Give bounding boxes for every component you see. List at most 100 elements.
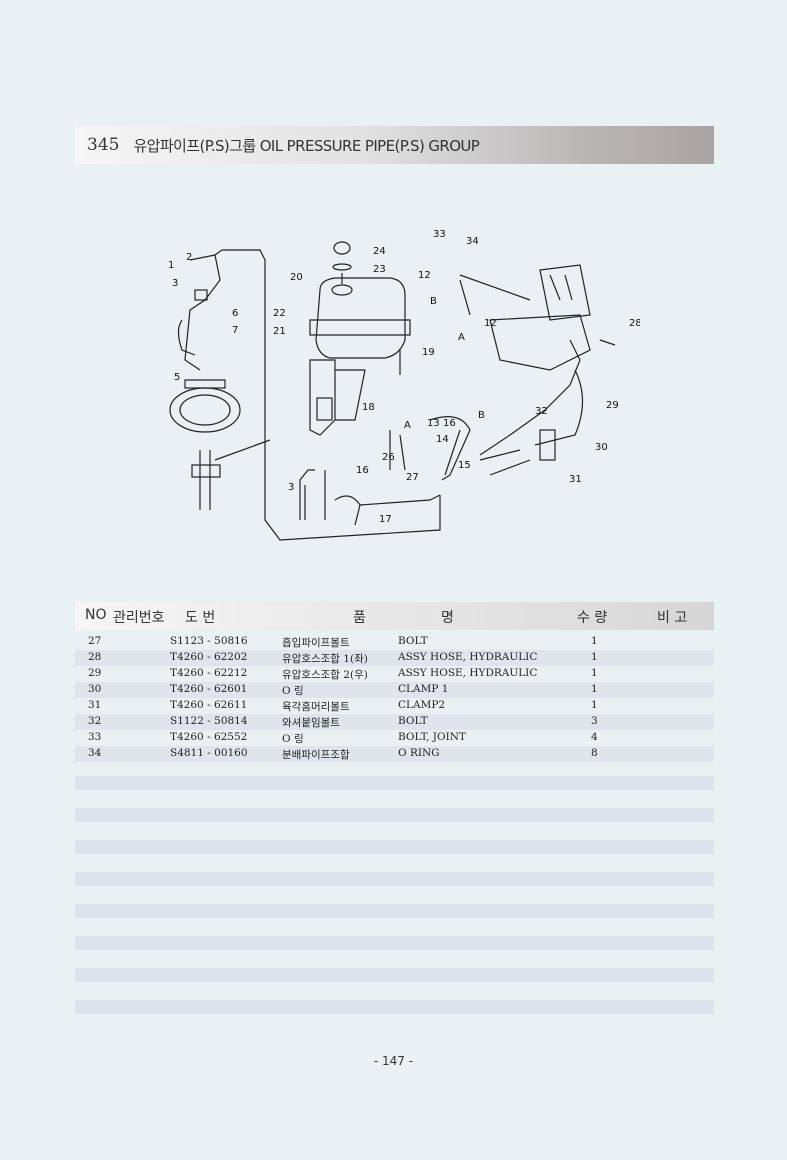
row-name-kor: 육각홈머리볼트: [282, 701, 350, 713]
row-code: S1122 - 50814: [170, 715, 248, 727]
table-row: 32 S1122 - 50814 와셔붙임볼트 BOLT 3: [75, 714, 714, 730]
svg-text:3: 3: [288, 482, 294, 493]
svg-text:18: 18: [362, 402, 375, 413]
row-code: S4811 - 00160: [170, 747, 248, 759]
row-name-eng: BOLT, JOINT: [398, 731, 466, 743]
svg-text:24: 24: [373, 246, 386, 257]
empty-row: [75, 968, 714, 982]
table-row: 29 T4260 - 62212 유압호스조합 2(우) ASSY HOSE, …: [75, 666, 714, 682]
row-code: T4260 - 62611: [170, 699, 248, 711]
section-number: 345: [87, 135, 120, 155]
row-name-kor: 흡입파이프볼트: [282, 637, 350, 649]
row-qty: 1: [591, 683, 598, 695]
row-name-eng: CLAMP 1: [398, 683, 449, 695]
col-code: 관리번호: [113, 610, 165, 626]
svg-text:19: 19: [422, 347, 435, 358]
svg-text:26: 26: [382, 452, 395, 463]
row-no: 27: [88, 635, 102, 647]
row-no: 32: [88, 715, 102, 727]
svg-text:22: 22: [273, 308, 286, 319]
empty-row: [75, 808, 714, 822]
svg-text:29: 29: [606, 400, 619, 411]
table-row: 30 T4260 - 62601 O 링 CLAMP 1 1: [75, 682, 714, 698]
empty-row: [75, 1000, 714, 1014]
svg-text:1: 1: [168, 260, 174, 271]
svg-text:A: A: [404, 420, 411, 431]
empty-row: [75, 936, 714, 950]
svg-text:3: 3: [172, 278, 178, 289]
svg-text:28: 28: [629, 318, 640, 329]
row-name-eng: ASSY HOSE, HYDRAULIC: [398, 667, 538, 679]
col-name-kor: 품: [353, 610, 366, 626]
row-name-kor: 분배파이프조합: [282, 749, 350, 761]
svg-text:2: 2: [186, 252, 192, 263]
svg-text:13: 13: [427, 418, 440, 429]
table-row: 31 T4260 - 62611 육각홈머리볼트 CLAMP2 1: [75, 698, 714, 714]
table-row: 34 S4811 - 00160 분배파이프조합 O RING 8: [75, 746, 714, 762]
row-code: T4260 - 62601: [170, 683, 248, 695]
row-no: 30: [88, 683, 102, 695]
table-row: 27 S1123 - 50816 흡입파이프볼트 BOLT 1: [75, 634, 714, 650]
table-row: 28 T4260 - 62202 유압호스조합 1(좌) ASSY HOSE, …: [75, 650, 714, 666]
row-code: T4260 - 62212: [170, 667, 248, 679]
section-title: 유압파이프(P.S)그룹 OIL PRESSURE PIPE(P.S) GROU…: [133, 136, 480, 155]
svg-text:33: 33: [433, 229, 446, 240]
svg-text:6: 6: [232, 308, 238, 319]
svg-text:A: A: [458, 332, 465, 343]
row-qty: 1: [591, 699, 598, 711]
svg-text:15: 15: [458, 460, 471, 471]
row-qty: 3: [591, 715, 598, 727]
parts-table: 27 S1123 - 50816 흡입파이프볼트 BOLT 1 28 T4260…: [75, 634, 714, 762]
svg-text:7: 7: [232, 325, 238, 336]
row-name-eng: BOLT: [398, 715, 428, 727]
row-qty: 1: [591, 635, 598, 647]
row-qty: 8: [591, 747, 598, 759]
svg-text:16: 16: [443, 418, 456, 429]
svg-text:21: 21: [273, 326, 286, 337]
row-no: 29: [88, 667, 102, 679]
col-name-eng: 명: [441, 610, 454, 626]
col-qty: 수 량: [577, 610, 608, 626]
empty-row: [75, 872, 714, 886]
svg-text:12: 12: [418, 270, 431, 281]
svg-text:B: B: [430, 296, 437, 307]
row-no: 33: [88, 731, 102, 743]
row-name-eng: O RING: [398, 747, 440, 759]
svg-text:12: 12: [484, 318, 497, 329]
empty-row: [75, 904, 714, 918]
col-remark: 비 고: [657, 610, 688, 626]
svg-text:34: 34: [466, 236, 479, 247]
svg-text:B: B: [478, 410, 485, 421]
row-code: S1123 - 50816: [170, 635, 248, 647]
svg-text:31: 31: [569, 474, 582, 485]
row-code: T4260 - 62202: [170, 651, 248, 663]
row-no: 31: [88, 699, 102, 711]
svg-text:20: 20: [290, 272, 303, 283]
svg-text:23: 23: [373, 264, 386, 275]
row-name-eng: BOLT: [398, 635, 428, 647]
empty-row: [75, 776, 714, 790]
row-qty: 1: [591, 651, 598, 663]
row-code: T4260 - 62552: [170, 731, 248, 743]
svg-text:14: 14: [436, 434, 449, 445]
row-name-kor: O 링: [282, 685, 304, 697]
svg-text:16: 16: [356, 465, 369, 476]
row-name-kor: 유압호스조합 2(우): [282, 669, 368, 681]
svg-text:32: 32: [535, 406, 548, 417]
exploded-view-drawing: 1 2 3 6 7 5 24 23 20 22 21 19 18 3 16 17…: [168, 229, 642, 541]
row-name-eng: ASSY HOSE, HYDRAULIC: [398, 651, 538, 663]
col-no: NO: [85, 607, 107, 623]
svg-text:30: 30: [595, 442, 608, 453]
row-no: 28: [88, 651, 102, 663]
row-name-eng: CLAMP2: [398, 699, 446, 711]
col-drawing: 도 번: [185, 610, 216, 626]
row-name-kor: 유압호스조합 1(좌): [282, 653, 368, 665]
parts-diagram: 1 2 3 6 7 5 24 23 20 22 21 19 18 3 16 17…: [160, 220, 642, 550]
row-no: 34: [88, 747, 102, 759]
table-row: 33 T4260 - 62552 O 링 BOLT, JOINT 4: [75, 730, 714, 746]
row-name-kor: O 링: [282, 733, 304, 745]
svg-text:27: 27: [406, 472, 419, 483]
svg-text:5: 5: [174, 372, 180, 383]
row-name-kor: 와셔붙임볼트: [282, 717, 340, 729]
